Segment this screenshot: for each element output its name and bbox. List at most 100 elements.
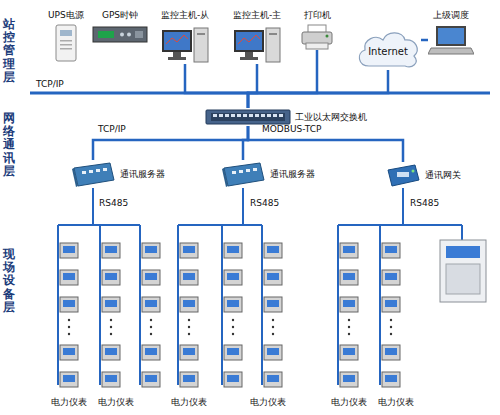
cabinet-screen: [446, 246, 480, 258]
dispatch-laptop: 上级调度: [428, 10, 474, 56]
device-caption: 通讯服务器: [270, 169, 315, 180]
power-meter: [264, 297, 282, 312]
power-meter: [264, 372, 282, 387]
rs485-wire: [402, 188, 404, 225]
rs485-wire: [242, 188, 244, 225]
rs485-wire: [379, 225, 381, 385]
network-link: [248, 70, 388, 108]
comm-server: 通讯服务器: [70, 160, 165, 188]
power-meter: [102, 345, 120, 360]
meter-screen: [385, 246, 397, 253]
meter-screen: [63, 348, 75, 355]
ellipsis-dot: [390, 326, 392, 328]
rs485-wire: [177, 225, 179, 385]
ellipsis-dot: [110, 326, 112, 328]
meter-screen: [145, 375, 157, 382]
device-caption: 上级调度: [433, 10, 469, 21]
protocol-label: RS485: [410, 198, 439, 209]
ellipsis-dot: [150, 319, 152, 321]
comm-server: 通讯服务器: [220, 160, 315, 188]
ellipsis-dot: [390, 319, 392, 321]
power-meter: [142, 345, 160, 360]
meter-screen: [227, 300, 239, 307]
power-meter: [60, 345, 78, 360]
meter-screen: [63, 273, 75, 280]
power-meter: [180, 243, 198, 258]
ellipsis-dot: [272, 319, 274, 321]
ellipsis-dot: [232, 326, 234, 328]
power-meter: [382, 297, 400, 312]
meter-screen: [105, 375, 117, 382]
cabinet-panel: [446, 264, 480, 294]
meter-screen: [385, 375, 397, 382]
power-meter: [180, 345, 198, 360]
comm-gateway-icon: [385, 162, 421, 188]
ups-power-icon: [55, 24, 77, 62]
device-label: 电力仪表: [171, 397, 207, 408]
device-label: 电力仪表: [98, 397, 134, 408]
ellipsis-dot: [150, 333, 152, 335]
ellipsis-dot: [232, 333, 234, 335]
comm-server-icon: [70, 160, 116, 188]
ellipsis-dot: [188, 326, 190, 328]
power-meter: [180, 372, 198, 387]
protocol-label: MODBUS-TCP: [262, 124, 321, 135]
meter-screen: [105, 300, 117, 307]
ellipsis-dot: [68, 333, 70, 335]
rs485-wire: [139, 225, 141, 385]
device-caption: 工业以太网交换机: [295, 112, 367, 123]
power-meter: [340, 297, 358, 312]
device-caption: 监控主机-从: [161, 10, 209, 21]
network-link: [248, 64, 257, 108]
power-meter: [224, 297, 242, 312]
device-label: 电力仪表: [250, 397, 286, 408]
ellipsis-dot: [68, 319, 70, 321]
meter-screen: [145, 246, 157, 253]
meter-screen: [183, 348, 195, 355]
power-meter: [142, 243, 160, 258]
meter-screen: [227, 375, 239, 382]
device-caption: 通讯网关: [425, 170, 461, 181]
ellipsis-dot: [272, 326, 274, 328]
cabinet: [440, 240, 486, 302]
network-link: [421, 39, 428, 42]
power-meter: [224, 372, 242, 387]
layer-label: 站控管理层: [3, 18, 15, 84]
monitor-host-icon: [232, 24, 282, 64]
power-meter: [60, 297, 78, 312]
internet-cloud: Internet: [355, 28, 421, 70]
rs485-wire: [178, 224, 262, 226]
monitor-host: 监控主机-从: [160, 10, 210, 64]
layer-label: 现场设备层: [3, 248, 15, 314]
device-caption: 通讯服务器: [120, 169, 165, 180]
power-meter: [264, 243, 282, 258]
meter-screen: [267, 273, 279, 280]
power-meter: [264, 270, 282, 285]
rs485-wire: [461, 225, 463, 240]
device-label: 电力仪表: [51, 397, 87, 408]
layer-label: 网络通讯层: [3, 112, 15, 178]
power-meter: [340, 372, 358, 387]
network-link: [248, 50, 317, 108]
power-meter: [142, 270, 160, 285]
rs485-wire: [337, 225, 339, 385]
ellipsis-dot: [232, 319, 234, 321]
meter-screen: [183, 246, 195, 253]
power-meter: [142, 372, 160, 387]
meter-screen: [343, 273, 355, 280]
rs485-wire: [338, 224, 462, 226]
power-meter: [340, 270, 358, 285]
rs485-wire: [221, 225, 223, 385]
ellipsis-dot: [110, 333, 112, 335]
device-label: 电力仪表: [378, 397, 414, 408]
power-meter: [382, 270, 400, 285]
power-meter: [180, 297, 198, 312]
power-meter: [340, 345, 358, 360]
network-link: [185, 64, 248, 108]
meter-screen: [227, 348, 239, 355]
meter-screen: [385, 273, 397, 280]
power-meter: [382, 243, 400, 258]
power-meter: [224, 345, 242, 360]
power-meter: [60, 270, 78, 285]
power-meter: [102, 243, 120, 258]
